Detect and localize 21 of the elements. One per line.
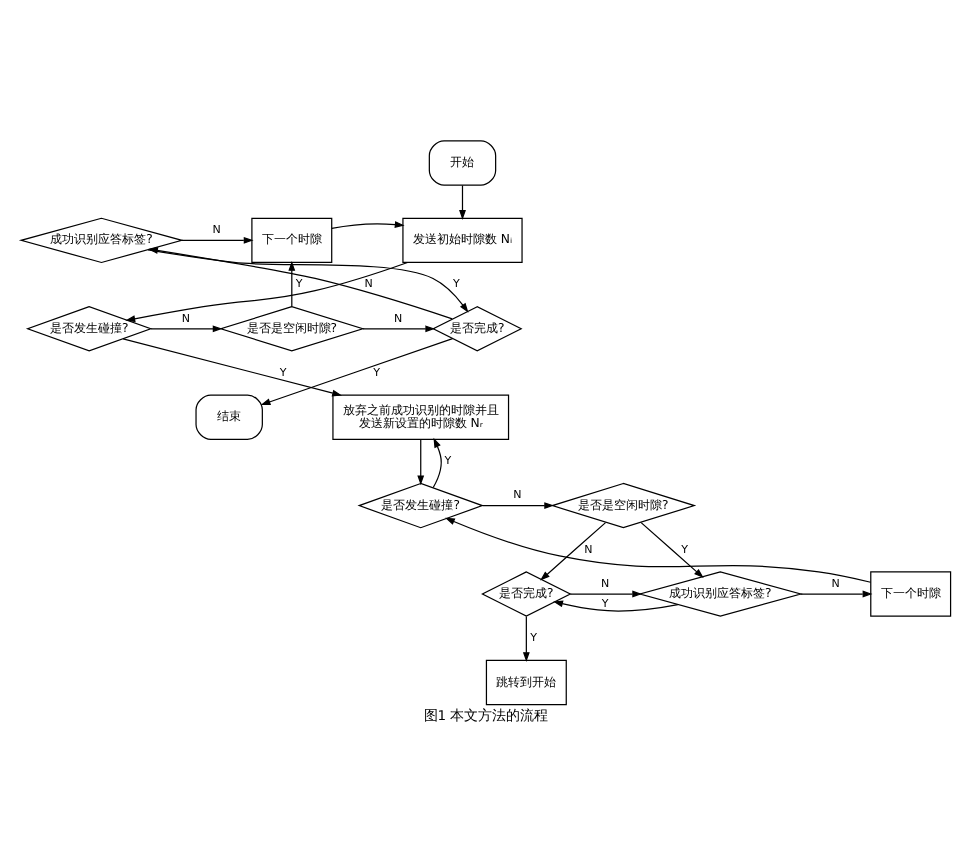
- arrow: [569, 589, 643, 597]
- arrow: [181, 235, 254, 243]
- arrow: [432, 436, 442, 488]
- arrow: [260, 336, 454, 405]
- arrow: [417, 438, 425, 485]
- arrow: [640, 521, 704, 578]
- arrow: [540, 521, 607, 580]
- arrow: [445, 516, 872, 582]
- arrow: [553, 599, 679, 611]
- arrow: [150, 324, 223, 332]
- arrow: [147, 248, 469, 312]
- arrow: [362, 324, 436, 332]
- arrow: [125, 260, 409, 322]
- arrow: [799, 589, 873, 597]
- arrow: [459, 183, 466, 219]
- arrow: [148, 246, 453, 319]
- arrow: [288, 259, 296, 307]
- arrow: [522, 614, 530, 662]
- arrow: [122, 337, 342, 396]
- arrow: [482, 501, 555, 509]
- arrow: [331, 220, 405, 229]
